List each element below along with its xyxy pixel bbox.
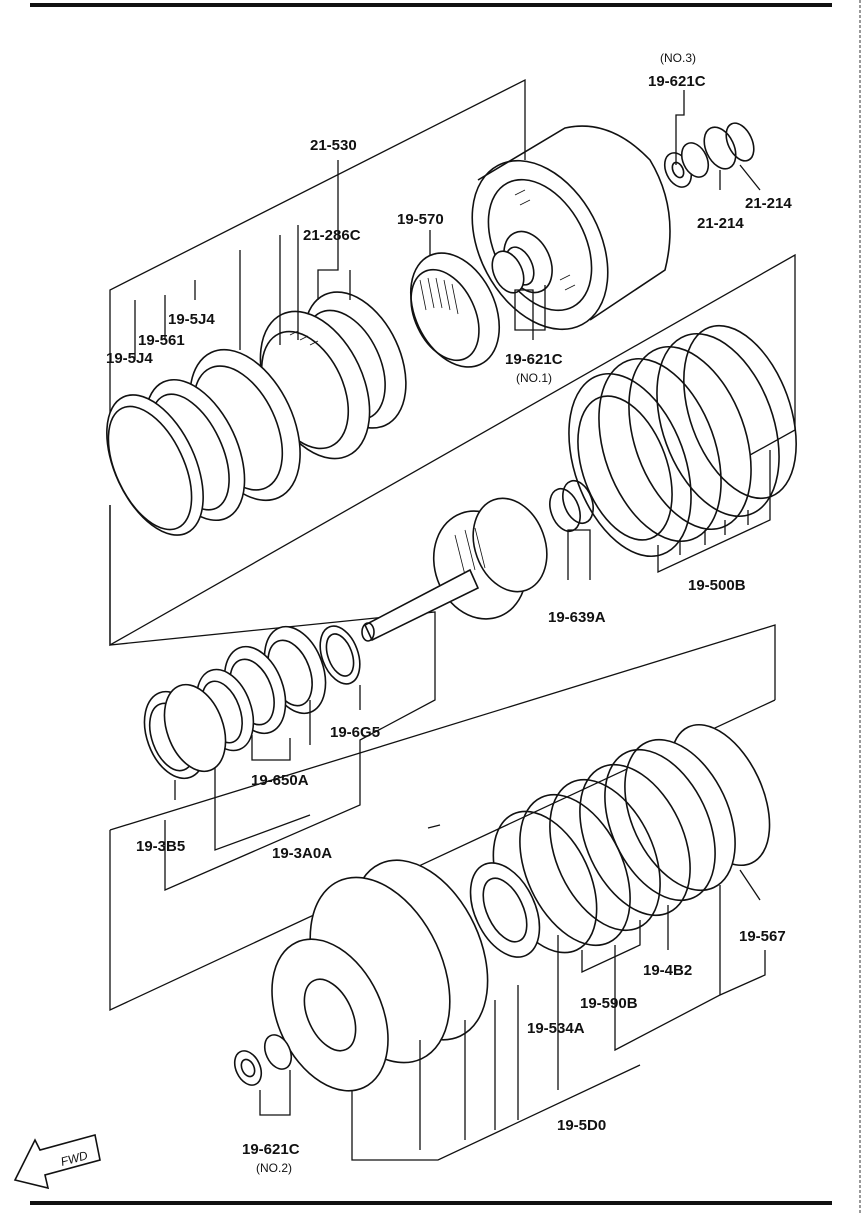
section-middle	[109, 324, 797, 891]
label-19-4b2: 19-4B2	[643, 962, 692, 979]
label-21-214-left: 21-214	[697, 215, 744, 232]
label-19-5j4-a: 19-5J4	[168, 311, 215, 328]
snap-rings-19-5j4	[106, 348, 301, 536]
label-19-6g5: 19-6G5	[330, 724, 380, 741]
label-19-5d0: 19-5D0	[557, 1117, 606, 1134]
bearing-19-621c-no1	[491, 230, 553, 294]
ring-gear-19-570	[409, 252, 501, 368]
label-19-621c-top: 19-621C	[648, 73, 706, 90]
label-19-561: 19-561	[138, 332, 185, 349]
label-19-621c-mid: 19-621C	[505, 351, 563, 368]
label-no3: (NO.3)	[660, 51, 696, 65]
label-19-567: 19-567	[739, 928, 786, 945]
label-19-3a0a: 19-3A0A	[272, 845, 332, 862]
label-21-214-right: 21-214	[745, 195, 792, 212]
section-bottom	[109, 624, 776, 1161]
fwd-label: FWD	[59, 1148, 89, 1169]
washer-19-639a	[549, 479, 594, 533]
carrier-and-shaft	[361, 497, 548, 642]
label-19-3b5: 19-3B5	[136, 838, 185, 855]
drum-19-5d0	[271, 859, 489, 1092]
clutch-pack-19-500b	[568, 324, 797, 558]
bearing-19-621c-no3	[663, 122, 755, 188]
fwd-arrow-icon: FWD	[13, 1134, 101, 1190]
snap-ring-19-3b5	[143, 683, 227, 780]
label-21-530: 21-530	[310, 137, 357, 154]
label-19-5j4-b: 19-5J4	[106, 350, 153, 367]
bearing-19-6g5	[319, 625, 361, 685]
spring-19-534a	[469, 862, 541, 958]
label-no1: (NO.1)	[516, 371, 552, 385]
label-19-590b: 19-590B	[580, 995, 638, 1012]
label-19-621c-bottom: 19-621C	[242, 1141, 300, 1158]
label-no2: (NO.2)	[256, 1161, 292, 1175]
label-19-650a: 19-650A	[251, 772, 309, 789]
label-21-286c: 21-286C	[303, 227, 361, 244]
label-19-500b: 19-500B	[688, 577, 746, 594]
clutch-pack-19-4b2	[492, 738, 736, 954]
drum-housing	[471, 125, 671, 331]
label-19-570: 19-570	[397, 211, 444, 228]
section-top	[106, 78, 796, 647]
bearing-19-621c-no2	[233, 1034, 293, 1086]
label-19-639a: 19-639A	[548, 609, 606, 626]
label-19-534a: 19-534A	[527, 1020, 585, 1037]
